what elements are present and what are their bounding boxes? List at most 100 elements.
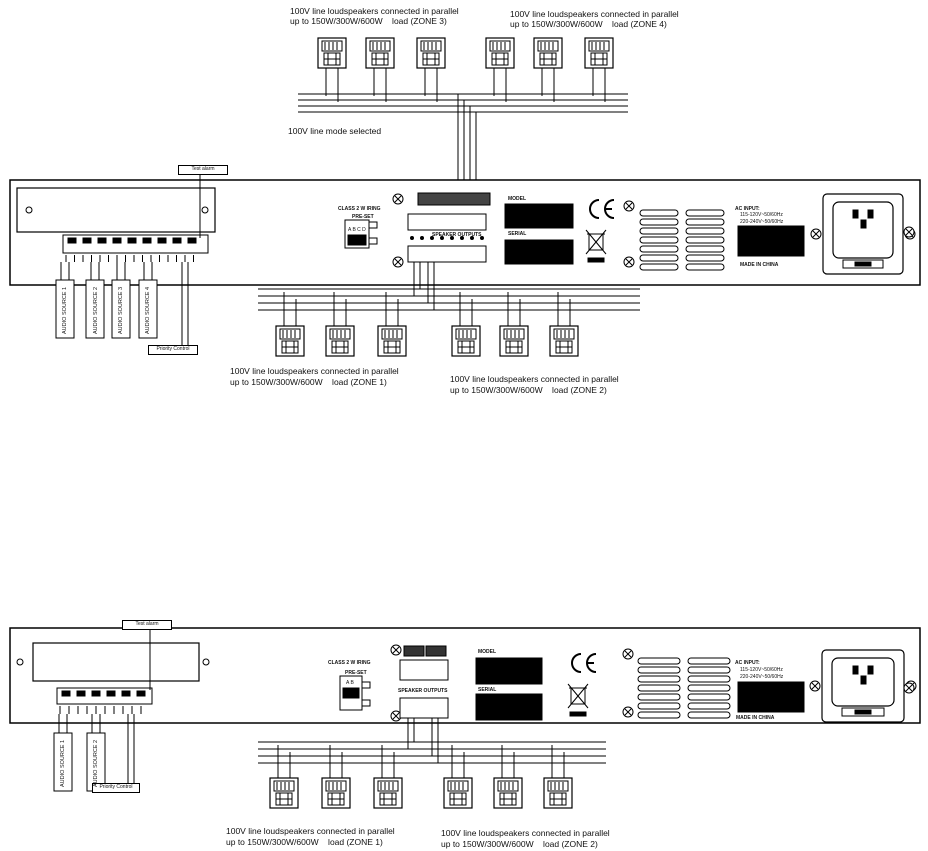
audio-source-4-label: AUDIO SOURCE 4 [145, 286, 151, 334]
serial-label-2: SERIAL [478, 687, 497, 693]
speaker-icon-cone [321, 40, 343, 52]
serial-label-box [504, 239, 574, 265]
zone4-caption-line1: 100V line loudspeakers connected in para… [510, 9, 679, 19]
audio-source-2-label-2: AUDIO SOURCE 2 [93, 739, 99, 787]
iec-power-socket-icon-pin [852, 209, 859, 219]
iec-power-socket-icon-2-pin [852, 665, 859, 675]
speaker-output-block-a [403, 645, 425, 657]
vent-slot [685, 263, 725, 271]
audio-source-4-box [138, 279, 158, 339]
mount-hole-2 [201, 206, 209, 214]
vent-slot [637, 675, 681, 683]
audio-source-1-label: AUDIO SOURCE 1 [62, 286, 68, 334]
ce-mark-icon-2-e [586, 653, 597, 673]
iec-power-socket-icon-fuse-slot [854, 261, 872, 267]
speaker-output-terminal-top-2 [399, 659, 449, 681]
vent-slot [639, 227, 679, 235]
vent-slot [687, 702, 731, 710]
speaker-icon-cone [588, 40, 610, 52]
iec-power-socket-icon-inner [832, 201, 894, 259]
iec-power-socket-icon-2-pin [867, 665, 874, 675]
audio-source-1-box [55, 279, 75, 339]
screw-icon-slot [624, 650, 632, 658]
speaker-outputs-label: SPEAKER OUTPUTS [432, 232, 482, 238]
terminal-screw [172, 237, 182, 244]
ce-mark-icon-e [604, 199, 615, 219]
iec-power-socket-icon-2-fuse-slot [854, 709, 872, 715]
preset-letters: A B C D [348, 227, 366, 233]
rating-label-box [737, 225, 805, 257]
speaker-icon-cone [381, 328, 403, 340]
speaker-output-terminal-bottom [407, 245, 487, 263]
display-panel-1 [16, 187, 216, 233]
priority-control-label-2: Priority Control [92, 783, 140, 793]
iec-power-socket-icon-2-screw-left-slot [811, 682, 819, 690]
screw-icon-slot [624, 708, 632, 716]
terminal-screw [67, 237, 77, 244]
made-in-label: MADE IN CHINA [740, 262, 779, 268]
speaker-output-block-top [417, 192, 491, 206]
speaker-icon-cone [377, 780, 399, 792]
zone2-caption-line2: up to 150W/300W/600W load (ZONE 2) [450, 385, 607, 395]
vent-slot [685, 227, 725, 235]
vent-slot [687, 657, 731, 665]
preset-label: PRE-SET [352, 214, 374, 220]
screw-icon-slot [625, 202, 633, 210]
terminal-screw [157, 237, 167, 244]
vent-slot [685, 218, 725, 226]
vent-slot [639, 209, 679, 217]
speaker-icon-cone [547, 780, 569, 792]
mount-hole-4 [202, 658, 210, 666]
speaker-icon-cone [553, 328, 575, 340]
class2-label: CLASS 2 W IRING [338, 206, 381, 212]
speaker-icon-cone [489, 40, 511, 52]
vent-slot [637, 693, 681, 701]
speaker-icon-cone [455, 328, 477, 340]
vent-slot [639, 263, 679, 271]
vent-slot [639, 236, 679, 244]
class2-label-2: CLASS 2 W IRING [328, 660, 371, 666]
terminal-screw [82, 237, 92, 244]
zone2-caption-line2-2: up to 150W/300W/600W load (ZONE 2) [441, 839, 598, 849]
vent-slot [687, 711, 731, 719]
iec-power-socket-icon-pin [867, 209, 874, 219]
vent-slot [639, 218, 679, 226]
terminal-dot [450, 236, 454, 240]
speaker-icon-cone [447, 780, 469, 792]
preset-dip-knobs-2 [342, 687, 360, 699]
vent-slot [687, 684, 731, 692]
ce-mark-icon-2-c [571, 653, 582, 673]
terminal-dot [430, 236, 434, 240]
iec-power-socket-icon-2-pin [860, 675, 867, 685]
screw-icon-slot [392, 646, 400, 654]
speaker-output-terminal-top [407, 213, 487, 231]
vent-slot [685, 254, 725, 262]
weee-bin-icon-2-cross [567, 683, 589, 709]
screw-icon-slot [394, 258, 402, 266]
priority-control-label: Priority Control [148, 345, 198, 355]
speaker-output-block-b [425, 645, 447, 657]
terminal-dot [470, 236, 474, 240]
screw-icon-slot [394, 195, 402, 203]
audio-source-1-box-2 [53, 732, 73, 792]
terminal-screw [112, 237, 122, 244]
vent-slot [637, 684, 681, 692]
terminal-dot [480, 236, 484, 240]
rating-label-box-2 [737, 681, 805, 713]
vent-slot [685, 209, 725, 217]
test-alarm-label: Test alarm [178, 165, 228, 175]
screw-icon-slot [905, 684, 913, 692]
terminal-screw [136, 690, 146, 697]
audio-source-2-label: AUDIO SOURCE 2 [93, 286, 99, 334]
weee-bin-icon-2-bar [569, 711, 587, 717]
speaker-icon-cone [279, 328, 301, 340]
zone1-caption-line2-2: up to 150W/300W/600W load (ZONE 1) [226, 837, 383, 847]
iec-power-socket-icon-pin [860, 219, 867, 229]
terminal-screw [91, 690, 101, 697]
terminal-screw [76, 690, 86, 697]
weee-bin-icon-bar [587, 257, 605, 263]
zone3-caption-line1: 100V line loudspeakers connected in para… [290, 6, 459, 16]
speaker-icon-cone [503, 328, 525, 340]
vent-slot [685, 236, 725, 244]
